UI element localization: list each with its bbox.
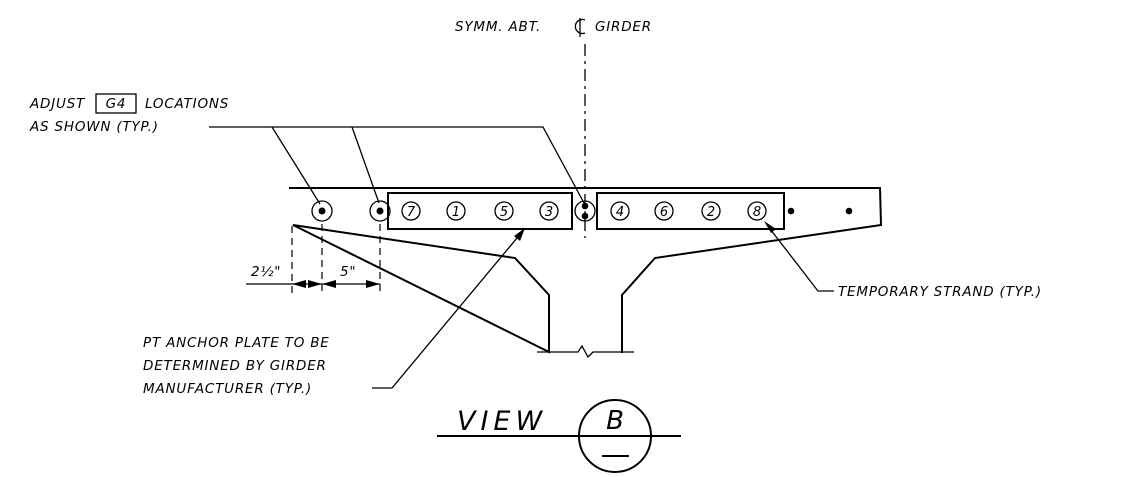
adjust-leader-left	[271, 126, 321, 205]
temporary-strand-leader	[766, 224, 834, 292]
anchor-group-right: 4 6 2 8	[610, 201, 767, 221]
adjust-note-line2: AS SHOWN (TYP.)	[29, 119, 159, 135]
dimension-arrow-icon	[308, 280, 322, 288]
g4-strand-circle	[369, 200, 391, 222]
g4-tag: G4	[106, 96, 127, 112]
symmetry-prefix: SYMM. ABT.	[455, 19, 541, 35]
anchor-number: 3	[545, 205, 553, 220]
strand-dot	[318, 207, 326, 215]
break-line	[537, 344, 634, 359]
view-title: VIEW B	[437, 399, 681, 473]
adjust-leader-main	[209, 126, 585, 204]
temporary-strand-label: TEMPORARY STRAND (TYP.)	[838, 284, 1042, 300]
adjust-note-post: LOCATIONS	[145, 96, 229, 112]
view-title-word: VIEW	[457, 406, 547, 437]
dimension-group: 2½" 5"	[246, 224, 381, 293]
anchor-circle	[401, 201, 421, 221]
anchor-number: 1	[452, 205, 460, 220]
g4-tag-box	[95, 93, 137, 114]
strand-dot	[581, 202, 589, 210]
view-bubble	[578, 399, 652, 473]
anchor-circle	[539, 201, 559, 221]
leader-arrow-icon	[514, 228, 525, 241]
pt-note-line3: MANUFACTURER (TYP.)	[143, 381, 312, 397]
anchor-circle	[654, 201, 674, 221]
edge-dimension: 2½"	[251, 264, 281, 280]
dimension-arrow-icon	[322, 280, 336, 288]
spacing-dimension: 5"	[340, 264, 356, 280]
adjust-note-pre: ADJUST	[29, 96, 86, 112]
g4-strand-locations	[311, 200, 596, 222]
temporary-strand-note: TEMPORARY STRAND (TYP.)	[764, 221, 1042, 300]
centerline-symbol-icon	[574, 18, 586, 37]
anchor-number: 7	[407, 205, 416, 220]
pt-anchor-note: PT ANCHOR PLATE TO BE DETERMINED BY GIRD…	[143, 228, 525, 397]
symmetry-suffix: GIRDER	[595, 19, 652, 35]
pt-note-leader	[372, 231, 523, 389]
anchor-circle	[494, 201, 514, 221]
g4-strand-circle	[574, 200, 596, 222]
pt-anchor-plate-left	[387, 192, 573, 230]
anchor-circle	[747, 201, 767, 221]
dimension-arrow-icon	[366, 280, 380, 288]
anchor-circle	[701, 201, 721, 221]
strand-dot	[787, 207, 795, 215]
anchor-circle	[446, 201, 466, 221]
pt-note-line1: PT ANCHOR PLATE TO BE	[143, 335, 330, 351]
strand-dot	[376, 207, 384, 215]
strand-dot	[581, 212, 589, 220]
anchor-number: 6	[660, 205, 668, 220]
girder-section-outline	[289, 187, 883, 354]
anchor-number: 4	[616, 205, 624, 220]
pt-note-line2: DETERMINED BY GIRDER	[143, 358, 327, 374]
dimension-arrow-icon	[292, 280, 306, 288]
anchor-group-left: 7 1 5 3	[401, 201, 559, 221]
anchor-number: 2	[707, 205, 715, 220]
adjust-leader-mid	[351, 126, 380, 204]
symmetry-note: SYMM. ABT. GIRDER	[455, 18, 652, 37]
strand-dot	[845, 207, 853, 215]
temporary-strands	[787, 207, 853, 215]
anchor-circle	[610, 201, 630, 221]
view-title-letter: B	[606, 406, 624, 436]
leader-arrow-icon	[764, 221, 776, 233]
anchor-number: 8	[753, 205, 761, 220]
anchor-number: 5	[500, 205, 508, 220]
adjust-note: ADJUST G4 LOCATIONS AS SHOWN (TYP.)	[29, 93, 585, 205]
pt-anchor-plate-right	[596, 192, 785, 230]
g4-strand-circle	[311, 200, 333, 222]
